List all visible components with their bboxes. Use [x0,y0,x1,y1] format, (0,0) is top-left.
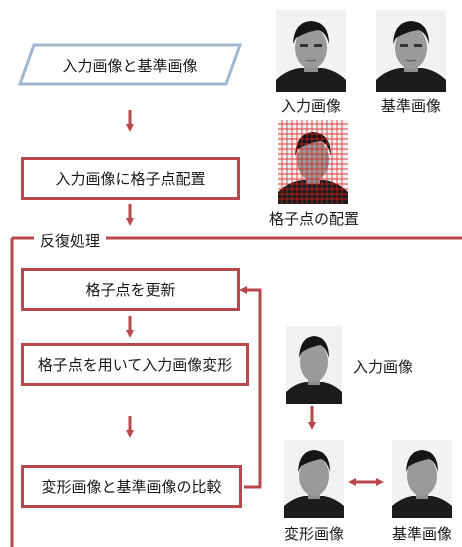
input-caption-2: 入力画像 [352,358,413,376]
update-step-label: 格子点を更新 [85,281,176,299]
deform-step: 格子点を用いて入力画像変形 [21,343,249,386]
reference-face-image-2 [392,440,452,518]
deform-step-label: 格子点を用いて入力画像変形 [37,356,233,374]
grid-face-image [278,120,348,204]
deformed-face-image [284,440,344,518]
loop-label: 反復処理 [34,230,107,251]
input-caption: 入力画像 [280,97,341,115]
compare-step: 変形画像と基準画像の比較 [21,465,242,508]
reference-caption-2: 基準画像 [391,525,452,543]
compare-step-label: 変形画像と基準画像の比較 [41,478,222,496]
reference-caption: 基準画像 [380,97,441,115]
reference-face-image [376,10,446,92]
deformed-caption: 変形画像 [283,525,344,543]
input-face-image [276,10,346,92]
update-step: 格子点を更新 [21,268,240,311]
feedback-arrow [239,286,262,489]
grid-step-label: 入力画像に格子点配置 [55,170,206,188]
grid-caption: 格子点の配置 [268,210,359,228]
grid-step: 入力画像に格子点配置 [21,157,240,200]
input-step: 入力画像と基準画像 [62,57,198,75]
input-face-image-2 [286,326,342,404]
input-parallelogram [17,43,243,86]
